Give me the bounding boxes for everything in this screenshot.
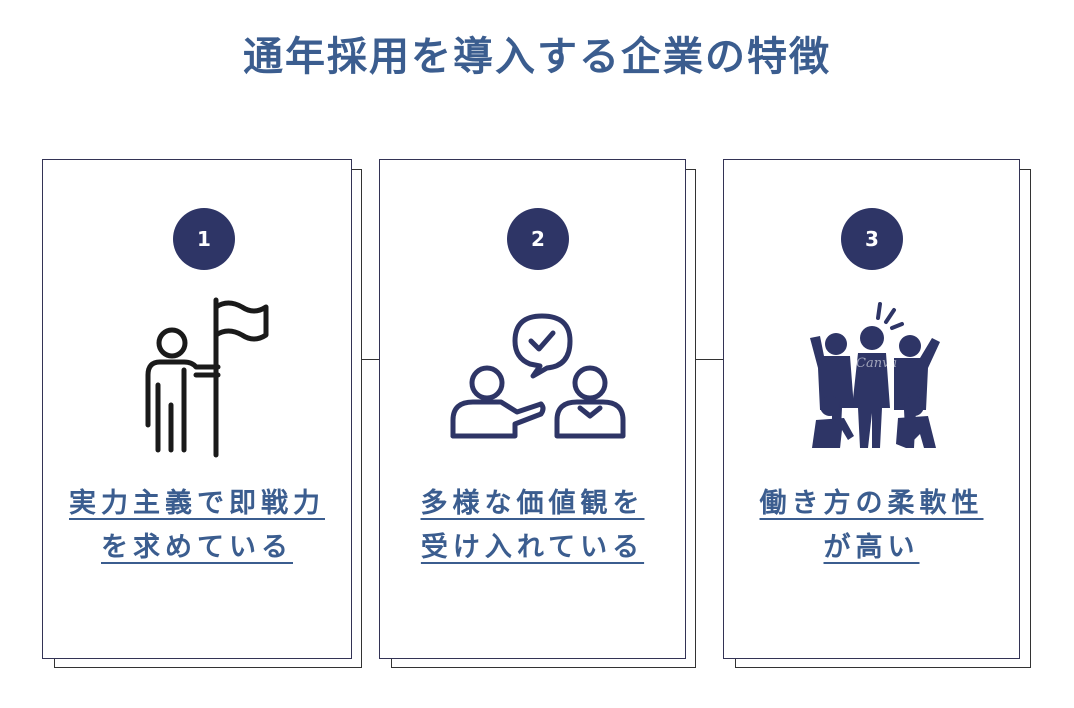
card-label: 実力主義で即戦力 を求めている (43, 482, 351, 570)
connector-2-3 (686, 359, 724, 360)
card-label-line2: を求めている (101, 532, 293, 563)
step-badge: 1 (173, 208, 235, 270)
card-label-line2: 受け入れている (420, 532, 645, 563)
card-label-line1: 多様な価値観を (420, 488, 645, 519)
card-label-line1: 働き方の柔軟性 (759, 488, 984, 519)
page-title: 通年採用を導入する企業の特徴 (243, 34, 831, 80)
flag-person-icon (138, 295, 278, 464)
card-body: 2 多様な価値観を (379, 159, 686, 659)
card-label-line2: が高い (823, 532, 920, 563)
card-label-line1: 実力主義で即戦力 (69, 488, 325, 519)
card-body: 1 実力主義で即戦力 (42, 159, 352, 659)
card-label: 働き方の柔軟性 が高い (724, 482, 1019, 570)
celebrating-group-icon: Canva (802, 298, 947, 457)
step-badge: 3 (841, 208, 903, 270)
card-body: 3 (723, 159, 1020, 659)
step-badge: 2 (507, 208, 569, 270)
connector-1-2 (352, 359, 380, 360)
discussion-check-icon (445, 308, 630, 447)
card-label: 多様な価値観を 受け入れている (380, 482, 685, 570)
watermark: Canva (856, 356, 898, 371)
